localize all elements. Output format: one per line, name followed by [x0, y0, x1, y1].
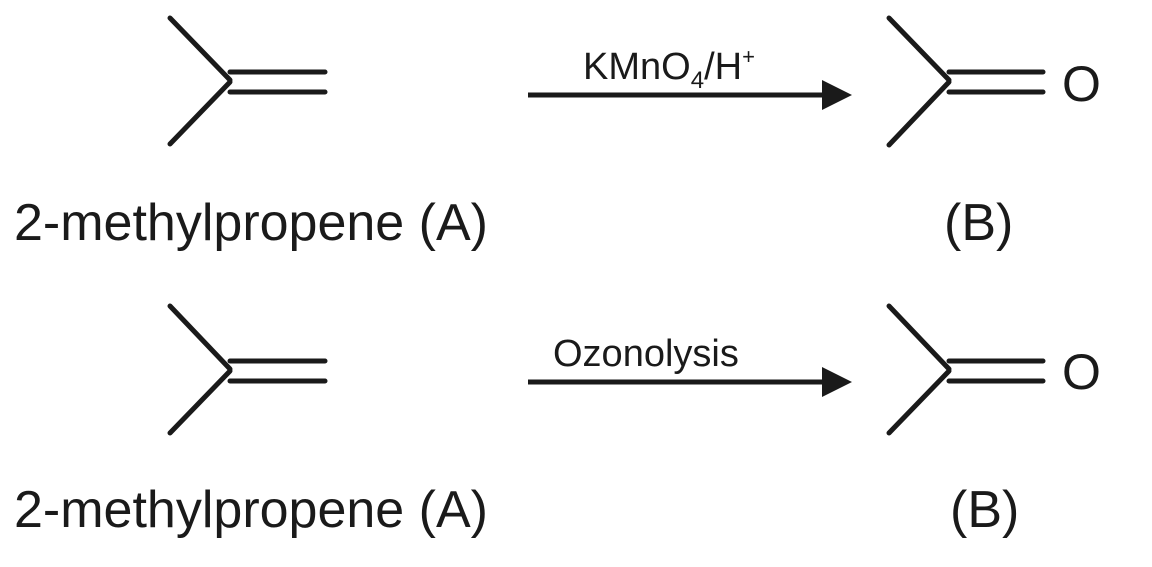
product-methyl-bond-upper [886, 303, 952, 372]
product-label-2: (B) [950, 481, 1019, 539]
reagent-label-1: KMnO4/H+ [583, 44, 755, 94]
product-methyl-bond-lower [886, 368, 952, 436]
product-structure-2: O [886, 303, 1101, 436]
oxygen-atom-1: O [1062, 56, 1101, 112]
reaction-arrow-2: Ozonolysis [528, 333, 852, 397]
product-methyl-bond-lower [886, 79, 952, 148]
product-methyl-bond-upper [886, 15, 952, 83]
reaction-arrow-1: KMnO4/H+ [528, 44, 852, 110]
methyl-bond-lower [167, 79, 233, 147]
product-label-1: (B) [944, 194, 1013, 252]
reactant-structure-1 [167, 15, 328, 147]
reactant-label-2: 2-methylpropene (A) [14, 481, 488, 539]
reaction-1: KMnO4/H+ O 2-methylpropene (A) (B) [14, 15, 1101, 252]
arrow-head-2 [822, 367, 852, 397]
methyl-bond-upper [167, 15, 233, 83]
methyl-bond-lower [167, 368, 233, 436]
arrow-head-1 [822, 80, 852, 110]
reagent-label-2: Ozonolysis [553, 333, 739, 375]
reaction-2: Ozonolysis O 2-methylpropene (A) (B) [14, 303, 1101, 539]
product-structure-1: O [886, 15, 1101, 148]
reactant-structure-2 [167, 303, 328, 436]
oxygen-atom-2: O [1062, 344, 1101, 400]
reactant-label-1: 2-methylpropene (A) [14, 194, 488, 252]
methyl-bond-upper [167, 303, 233, 372]
